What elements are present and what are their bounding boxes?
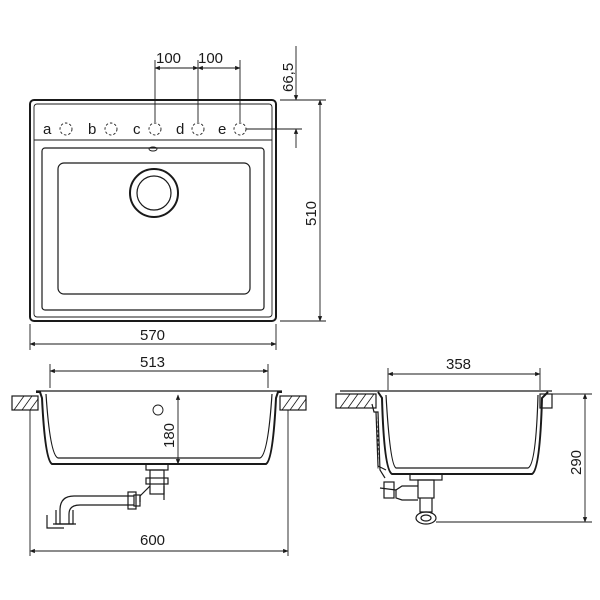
side-worktop (335, 393, 553, 409)
dim-width: 570 (29, 324, 277, 350)
dim-width-label: 570 (140, 327, 165, 344)
dim-hole-spacing-1-label: 100 (156, 50, 181, 67)
dim-hole-offset: 66,5 (246, 46, 302, 148)
sink-outline (29, 99, 277, 322)
dim-depth: 290 (436, 393, 592, 523)
worktop-left (11, 395, 39, 440)
hole-label-e: e (218, 121, 226, 138)
front-siphon (46, 463, 169, 529)
dim-bowl-width: 513 (49, 354, 269, 388)
dim-hole-spacing: 100 100 (154, 50, 241, 122)
side-drain (379, 473, 443, 525)
drain-inner (136, 175, 172, 211)
drain-outer (129, 168, 179, 218)
dim-bowl-length: 358 (387, 356, 541, 390)
bowl-outer (41, 147, 265, 311)
dim-cabinet-width: 600 (29, 440, 289, 556)
dim-depth-label: 290 (568, 450, 585, 475)
dim-bowl-width-label: 513 (140, 354, 165, 371)
bowl-inner (57, 162, 251, 295)
hole-label-c: c (133, 121, 141, 138)
tap-hole-d: d (176, 121, 205, 138)
top-view: a b c d e 100 100 (29, 46, 326, 350)
front-sink-inner (45, 393, 273, 459)
worktop-right (279, 395, 307, 440)
side-view: 358 290 (335, 356, 592, 525)
front-sink-outer (36, 391, 282, 465)
tap-hole-c: c (133, 121, 162, 138)
hole-label-a: a (43, 121, 52, 138)
dim-hole-spacing-2-label: 100 (198, 50, 223, 67)
dim-height-label: 510 (303, 201, 320, 226)
tap-hole-a: a (43, 121, 73, 138)
tap-hole-e: e (218, 121, 247, 138)
overflow-hole (152, 404, 164, 416)
hole-label-b: b (88, 121, 96, 138)
sink-inner-rim (33, 103, 273, 318)
hole-label-d: d (176, 121, 184, 138)
dim-hole-offset-label: 66,5 (280, 63, 297, 92)
side-bowl-outer (377, 391, 549, 475)
tap-hole-b: b (88, 121, 118, 138)
dim-overflow-height: 180 (161, 394, 181, 465)
front-view: 180 513 (11, 354, 307, 556)
dim-overflow-height-label: 180 (161, 423, 178, 448)
side-bowl-inner (385, 394, 539, 469)
overflow-mark (148, 146, 158, 152)
dim-height: 510 (280, 99, 326, 322)
dim-bowl-length-label: 358 (446, 356, 471, 373)
dim-cabinet-width-label: 600 (140, 532, 165, 549)
